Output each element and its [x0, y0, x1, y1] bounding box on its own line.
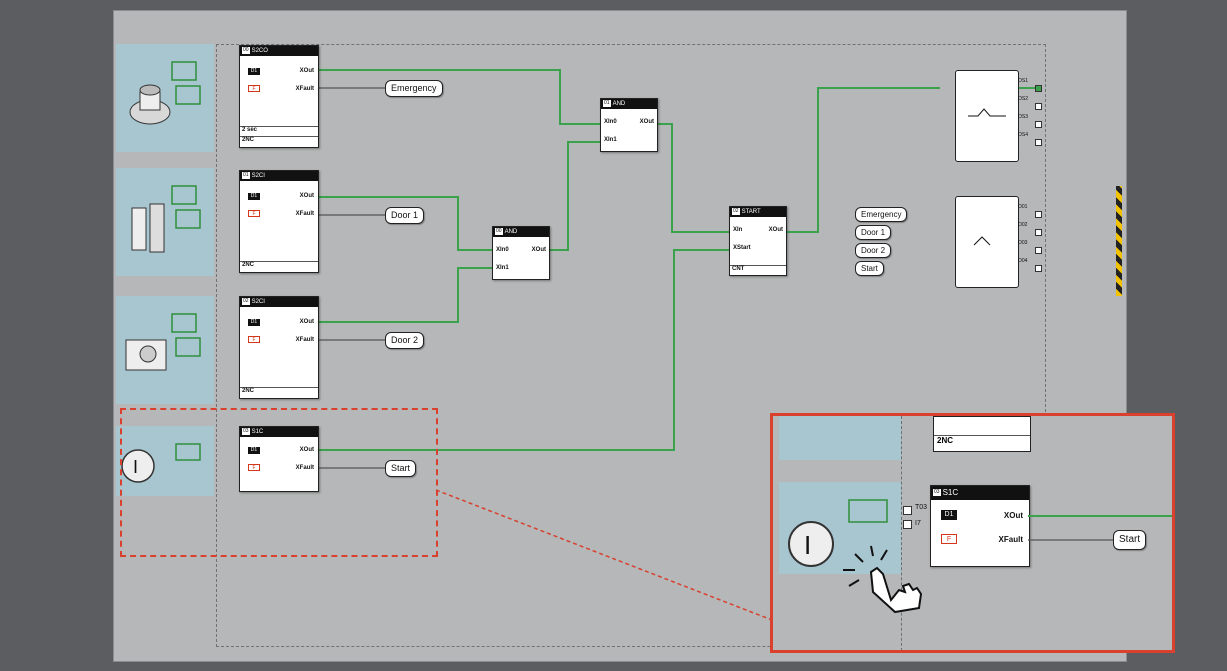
- fault-badge: F: [248, 210, 260, 217]
- relay-icon: [973, 236, 991, 246]
- o02-terminal[interactable]: [1035, 229, 1042, 236]
- os3-label: OS3: [1018, 114, 1029, 120]
- tag-emergency[interactable]: Emergency: [385, 80, 443, 97]
- fault-badge: F: [248, 464, 260, 471]
- o03-label: O03: [1018, 240, 1028, 246]
- xfault-label: XFault: [295, 86, 314, 92]
- data-badge: D1: [248, 68, 260, 75]
- timer-label: 2 sec: [240, 126, 318, 133]
- fault-badge: F: [248, 336, 260, 343]
- start-button-icon: I: [121, 443, 201, 483]
- counter-label: CNT: [730, 265, 786, 272]
- xout-label: XOut: [768, 227, 783, 233]
- input-tag-emergency[interactable]: Emergency: [855, 207, 908, 222]
- sensor-panel-start-button[interactable]: I: [116, 426, 214, 496]
- door-switch-icon: [131, 185, 201, 253]
- xfault-label: XFault: [295, 465, 314, 471]
- type-label: 2NC: [240, 387, 318, 394]
- os4-label: OS4: [1018, 132, 1029, 138]
- xin-label: XIn: [733, 227, 743, 233]
- tag-start[interactable]: Start: [385, 460, 417, 477]
- tag-door-1[interactable]: Door 1: [385, 207, 425, 224]
- xfault-label: XFault: [295, 211, 314, 217]
- zoom-pin-i7-label: I7: [915, 520, 921, 527]
- standard-output-module[interactable]: [955, 196, 1019, 288]
- o04-label: O04: [1018, 258, 1028, 264]
- emergency-stop-icon: [129, 61, 201, 125]
- svg-text:I: I: [133, 457, 138, 477]
- input-tag-door-2[interactable]: Door 2: [855, 243, 892, 258]
- zoom-data-badge: D1: [941, 510, 957, 520]
- xstart-label: XStart: [733, 245, 751, 251]
- zoom-xfault-label: XFault: [998, 535, 1023, 544]
- xout-label: XOut: [299, 68, 314, 74]
- input-tag-start[interactable]: Start: [855, 261, 884, 276]
- zoom-block-above: 2NC: [933, 416, 1031, 452]
- os2-label: OS2: [1018, 96, 1029, 102]
- os4-terminal[interactable]: [1035, 139, 1042, 146]
- o02-label: O02: [1018, 222, 1028, 228]
- o01-terminal[interactable]: [1035, 211, 1042, 218]
- selection-highlight: [120, 408, 438, 557]
- xin1-label: XIn1: [604, 137, 617, 143]
- tag-door-2[interactable]: Door 2: [385, 332, 425, 349]
- type-label: 2NC: [240, 261, 318, 268]
- data-badge: D1: [248, 193, 260, 200]
- zoom-boundary-line: [901, 416, 902, 650]
- zoom-terminal-i7[interactable]: [903, 520, 912, 529]
- zoom-terminal-t03[interactable]: [903, 506, 912, 515]
- os2-terminal[interactable]: [1035, 103, 1042, 110]
- data-badge: D1: [248, 447, 260, 454]
- zoom-fault-badge: F: [941, 534, 957, 544]
- sensor-panel-door-switch-1[interactable]: [116, 168, 214, 276]
- sensor-panel-emergency-stop[interactable]: [116, 44, 214, 152]
- os1-terminal[interactable]: [1035, 85, 1042, 92]
- data-badge: D1: [248, 319, 260, 326]
- xout-label: XOut: [299, 193, 314, 199]
- xout-label: XOut: [531, 247, 546, 253]
- sensor-panel-door-switch-2[interactable]: [116, 296, 214, 404]
- o01-label: O01: [1018, 204, 1028, 210]
- xin0-label: XIn0: [496, 247, 509, 253]
- fault-badge: F: [248, 85, 260, 92]
- zoom-start-button-icon: I: [788, 499, 888, 567]
- type-label: 2NC: [240, 136, 318, 143]
- os1-label: OS1: [1018, 78, 1029, 84]
- o03-terminal[interactable]: [1035, 247, 1042, 254]
- xin1-label: XIn1: [496, 265, 509, 271]
- hazard-stripe: [1116, 186, 1122, 296]
- svg-text:I: I: [804, 530, 811, 560]
- input-tag-door-1[interactable]: Door 1: [855, 225, 892, 240]
- zoom-xout-label: XOut: [1003, 511, 1023, 520]
- o04-terminal[interactable]: [1035, 265, 1042, 272]
- contactor-icon: [968, 108, 1006, 117]
- hand-pointer-icon: [843, 545, 923, 614]
- xout-label: XOut: [299, 447, 314, 453]
- os3-terminal[interactable]: [1035, 121, 1042, 128]
- magnetic-switch-icon: [125, 313, 201, 371]
- zoom-wiring: [1028, 515, 1172, 541]
- xout-label: XOut: [299, 319, 314, 325]
- logic-page-boundary: [216, 44, 1046, 647]
- xout-label: XOut: [639, 119, 654, 125]
- zoom-type-label: 2NC: [934, 435, 1030, 445]
- zoom-tag-start[interactable]: Start: [1113, 530, 1147, 550]
- xfault-label: XFault: [295, 337, 314, 343]
- zoom-pin-t03-label: T03: [915, 504, 928, 511]
- safe-output-module[interactable]: [955, 70, 1019, 162]
- zoom-sensor-panel-top: [779, 416, 901, 460]
- xin0-label: XIn0: [604, 119, 617, 125]
